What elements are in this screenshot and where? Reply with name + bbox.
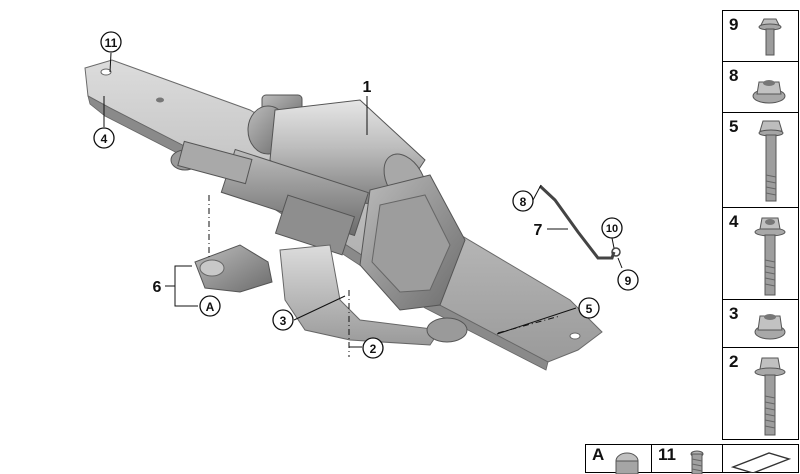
svg-text:3: 3 (280, 314, 287, 328)
hex-bolt-long-icon (758, 120, 784, 202)
part-cell-3[interactable]: 3 (722, 299, 799, 348)
callout-A[interactable]: A (199, 295, 221, 317)
part-cell-A[interactable]: A (585, 444, 652, 474)
part-cell-11[interactable]: 11 (651, 444, 723, 474)
motor-unit (220, 94, 466, 311)
svg-text:6: 6 (153, 279, 162, 296)
callout-4[interactable]: 4 (93, 127, 115, 149)
callout-9[interactable]: 9 (617, 269, 639, 291)
svg-text:10: 10 (606, 223, 618, 235)
svg-text:9: 9 (625, 274, 632, 288)
ground-cable (538, 184, 621, 260)
svg-text:5: 5 (586, 302, 593, 316)
svg-text:2: 2 (370, 342, 377, 356)
callout-5[interactable]: 5 (578, 297, 600, 319)
callout-11[interactable]: 11 (100, 31, 122, 53)
part-letter: A (592, 445, 605, 464)
callout-8[interactable]: 8 (512, 190, 534, 212)
part-number: 5 (729, 117, 739, 136)
leader-lines (103, 52, 623, 357)
damper-part (194, 244, 273, 293)
svg-text:4: 4 (101, 132, 108, 146)
callout-6[interactable]: 6 (153, 279, 162, 296)
cap-nut-icon (615, 452, 639, 474)
flange-bolt-long-icon (754, 217, 786, 296)
part-number: 4 (729, 212, 739, 231)
flange-bolt-icon (754, 357, 786, 436)
svg-text:8: 8 (520, 195, 527, 209)
flange-nut-icon (752, 80, 786, 104)
part-cell-5[interactable]: 5 (722, 112, 799, 208)
callout-2[interactable]: 2 (362, 337, 384, 359)
svg-text:11: 11 (105, 36, 118, 50)
flange-bolt-short-icon (758, 18, 782, 56)
bracket-plate-icon (730, 452, 792, 473)
svg-text:A: A (206, 300, 215, 314)
exploded-parts-diagram: 11 4 1 8 7 10 9 6 A 3 2 5 (84, 31, 639, 371)
part-cell-4[interactable]: 4 (722, 207, 799, 300)
part-number: 2 (729, 352, 739, 371)
stud-icon (690, 450, 704, 474)
callout-3[interactable]: 3 (272, 309, 294, 331)
svg-text:1: 1 (363, 79, 372, 96)
callout-1[interactable]: 1 (363, 79, 372, 96)
part-number: 3 (729, 304, 739, 323)
part-cell-8[interactable]: 8 (722, 61, 799, 113)
bracket-arm (170, 140, 468, 346)
part-number: 11 (658, 445, 676, 464)
part-number: 8 (729, 66, 739, 85)
part-cell-bracket[interactable] (722, 444, 799, 473)
svg-text:7: 7 (534, 222, 543, 239)
callout-10[interactable]: 10 (601, 217, 623, 239)
callout-7[interactable]: 7 (534, 222, 543, 239)
part-cell-2[interactable]: 2 (722, 347, 799, 440)
hex-nut-icon (754, 314, 786, 340)
part-number: 9 (729, 15, 739, 34)
part-cell-9[interactable]: 9 (722, 10, 799, 62)
